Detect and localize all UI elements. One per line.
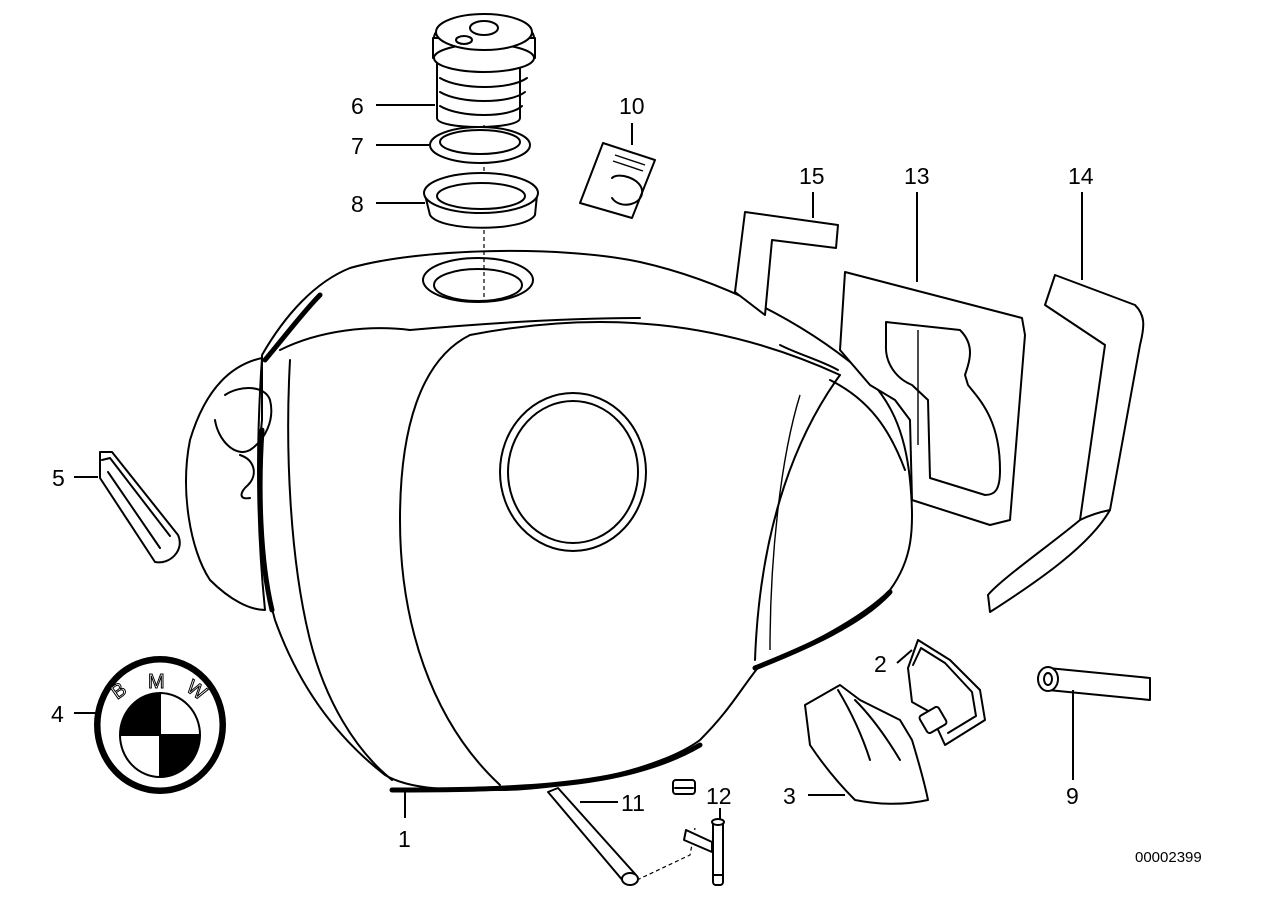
callout-labels: 1 2 3 4 5 6 7 8 9 10 11 12 13 14 15	[51, 93, 1094, 852]
fuel-sticker[interactable]	[579, 142, 656, 219]
filler-neck-ring[interactable]	[423, 172, 539, 229]
callout-2: 2	[874, 651, 887, 677]
hose-clip[interactable]	[907, 639, 986, 746]
callout-8: 8	[351, 191, 364, 217]
callout-13: 13	[904, 163, 930, 189]
callout-15: 15	[799, 163, 825, 189]
air-duct[interactable]	[99, 451, 181, 564]
fuel-tank[interactable]	[185, 249, 914, 795]
callout-11: 11	[621, 790, 645, 816]
callout-12: 12	[706, 783, 732, 809]
bmw-emblem[interactable]: B M W	[94, 656, 226, 794]
tank-pad-15[interactable]	[734, 211, 839, 316]
emblem-letter-m: M	[148, 671, 165, 693]
holder-bracket[interactable]	[804, 684, 929, 805]
tee-connector[interactable]	[683, 818, 725, 886]
callout-14: 14	[1068, 163, 1094, 189]
breather-pipe[interactable]	[547, 787, 696, 886]
leader-lines	[74, 104, 1083, 820]
callout-5: 5	[52, 465, 65, 491]
callout-6: 6	[351, 93, 364, 119]
tank-pad-14[interactable]	[987, 274, 1145, 613]
fuel-hose[interactable]	[1037, 666, 1151, 701]
diagram-reference-number: 00002399	[1135, 849, 1202, 866]
callout-7: 7	[351, 133, 364, 159]
gasket-ring[interactable]	[429, 126, 531, 164]
tank-pad-13[interactable]	[839, 271, 1026, 526]
callout-9: 9	[1066, 783, 1079, 809]
callout-3: 3	[783, 783, 796, 809]
filler-cap[interactable]	[432, 13, 536, 300]
callout-10: 10	[619, 93, 645, 119]
callout-4: 4	[51, 701, 64, 727]
callout-1: 1	[398, 826, 411, 852]
